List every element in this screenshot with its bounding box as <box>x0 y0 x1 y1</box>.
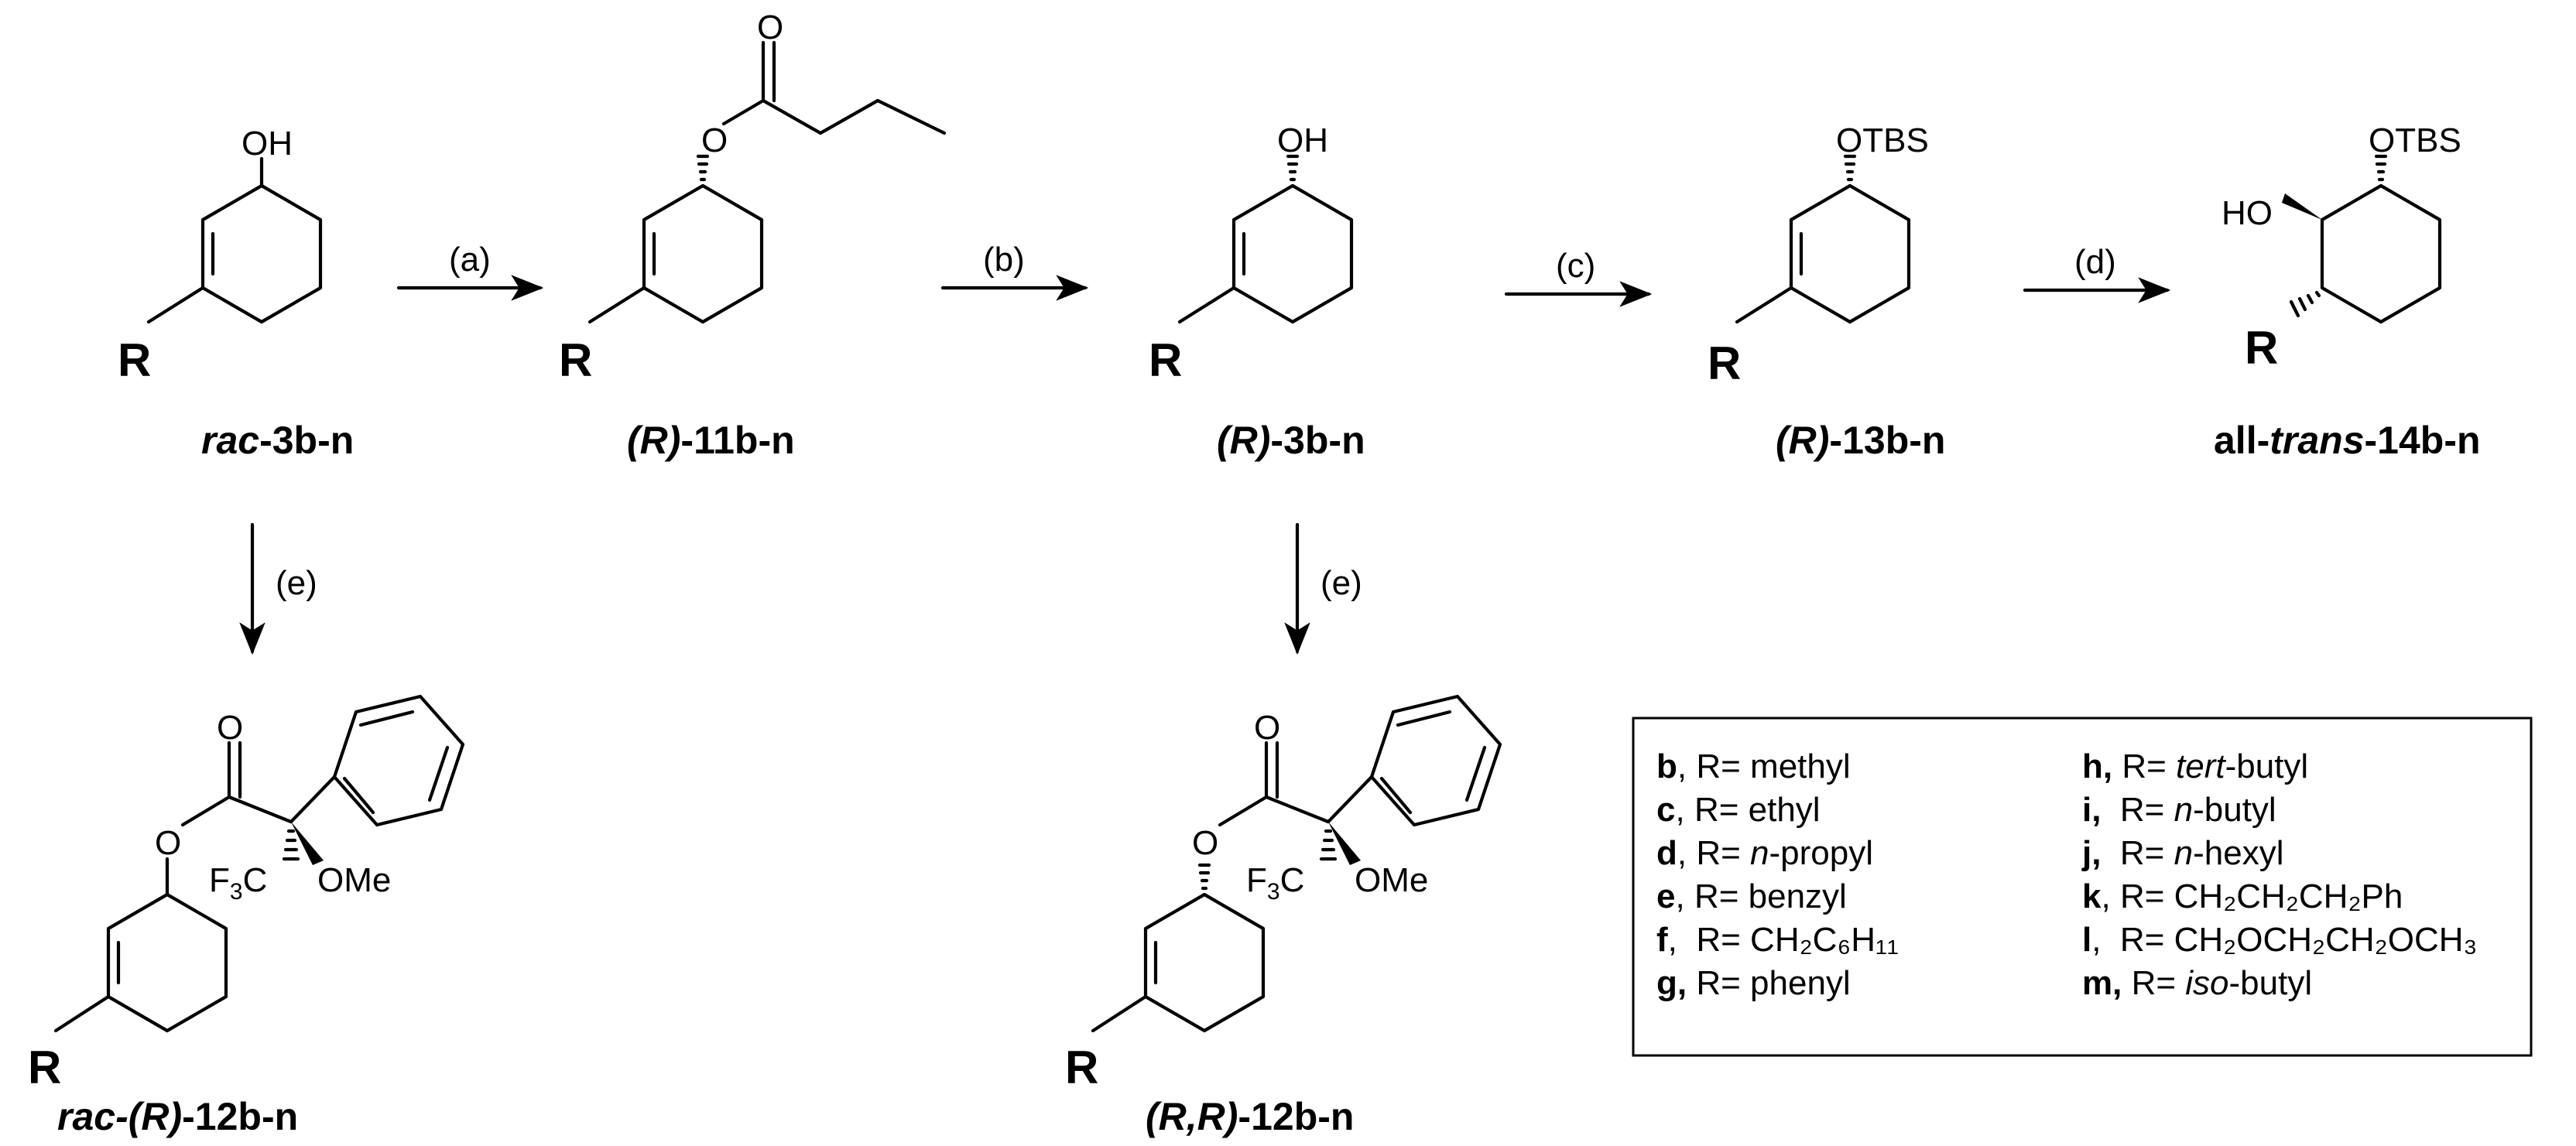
hashed-wedge-bond <box>1286 154 1300 182</box>
label-r-11b-n: (R)-11b-n <box>627 419 795 462</box>
legend-entry: k, R= CH₂CH₂CH₂Ph <box>2082 877 2403 915</box>
cf3-subscript: 3 <box>1267 879 1280 905</box>
legend-entry: h, R= tert-butyl <box>2082 747 2308 785</box>
label-prefix: (R) <box>627 419 680 462</box>
bold-wedge-bond <box>291 822 324 865</box>
label-suffix: -11b-n <box>680 419 794 462</box>
label-all-trans-14b-n: all-trans-14b-n <box>2214 419 2481 462</box>
label-italic: trans <box>2269 419 2364 462</box>
legend-right-column: h, R= tert-butyl i, R= n-butyl j, R= n-h… <box>2081 747 2477 1002</box>
atom-ho: HO <box>2221 194 2273 232</box>
atom-otbs: OTBS <box>1836 121 1929 159</box>
legend-entry: l, R= CH₂OCH₂CH₂OCH₃ <box>2082 921 2477 959</box>
hashed-wedge-bond <box>282 829 300 861</box>
label-suffix: -12b-n <box>182 1095 298 1138</box>
step-label-a: (a) <box>449 241 491 279</box>
step-label-c: (c) <box>1556 247 1595 285</box>
atom-carbonyl-o: O <box>217 709 243 747</box>
step-label-d: (d) <box>2074 243 2116 281</box>
atom-oh: OH <box>242 125 293 162</box>
atom-o: O <box>155 824 181 862</box>
atom-r: R <box>2245 322 2278 374</box>
legend-entry: b, R= methyl <box>1656 747 1851 785</box>
hashed-wedge-bond <box>1319 829 1338 861</box>
atom-r: R <box>1149 334 1182 386</box>
legend-entry: c, R= ethyl <box>1656 791 1821 829</box>
label-r-13b-n: (R)-13b-n <box>1776 419 1945 462</box>
label-prefix: (R,R) <box>1146 1095 1238 1138</box>
bold-wedge-bond <box>1328 822 1361 865</box>
label-prefix: rac-(R) <box>57 1095 182 1138</box>
substituent-legend-box <box>1632 717 2533 1057</box>
label-rr-12b-n: (R,R)-12b-n <box>1146 1095 1354 1138</box>
label-rac-r-12b-n: rac-(R)-12b-n <box>57 1095 298 1138</box>
legend-entry: i, R= n-butyl <box>2082 791 2276 829</box>
atom-o: O <box>701 121 728 159</box>
atom-cf3: F3C <box>209 861 267 905</box>
hashed-wedge-bond <box>1843 154 1857 182</box>
label-suffix: -14b-n <box>2365 419 2481 462</box>
atom-r: R <box>1708 337 1741 389</box>
cf3-f: F <box>1246 861 1267 899</box>
atom-oh: OH <box>1277 121 1328 159</box>
bold-wedge-bond <box>2282 193 2322 220</box>
atom-ome: OMe <box>317 861 391 899</box>
atom-carbonyl-o: O <box>1254 709 1280 747</box>
atom-otbs: OTBS <box>2369 121 2461 159</box>
label-suffix: -12b-n <box>1238 1095 1354 1138</box>
legend-entry: f, R= CH₂C₆H₁₁ <box>1656 921 1899 959</box>
cf3-c: C <box>243 861 268 899</box>
step-label-e-middle: (e) <box>1321 564 1362 602</box>
atom-r: R <box>559 334 592 386</box>
cf3-subscript: 3 <box>230 879 243 905</box>
cf3-c: C <box>1280 861 1305 899</box>
atom-carbonyl-o: O <box>757 9 783 46</box>
atom-r: R <box>28 1042 61 1093</box>
legend-entry: j, R= n-hexyl <box>2081 834 2283 872</box>
step-label-b: (b) <box>983 241 1025 279</box>
label-prefix: (R) <box>1217 419 1270 462</box>
atom-r: R <box>118 334 151 386</box>
hashed-wedge-bond <box>2289 290 2321 318</box>
label-suffix: -3b-n <box>1270 419 1365 462</box>
legend-entry: d, R= n-propyl <box>1656 834 1873 872</box>
molecule-r-3b-n: OH R <box>1149 121 1354 386</box>
molecule-rr-12b-n: O O F3C OMe R <box>1065 694 1502 1093</box>
molecule-rac-r-12b-n: O O F3C OMe R <box>28 694 465 1093</box>
legend-left-column: b, R= methyl c, R= ethyl d, R= n-propyl … <box>1656 747 1899 1002</box>
atom-ome: OMe <box>1355 861 1428 899</box>
atom-o: O <box>1192 824 1218 862</box>
molecule-all-trans-14b-n: OTBS HO R <box>2221 121 2461 374</box>
legend-entry: e, R= benzyl <box>1656 877 1847 915</box>
atom-cf3: F3C <box>1246 861 1304 905</box>
label-prefix: rac <box>201 419 259 462</box>
label-rac-3b-n: rac-3b-n <box>201 419 354 462</box>
molecule-rac-3b-n: OH R <box>118 125 323 386</box>
label-r-3b-n: (R)-3b-n <box>1217 419 1365 462</box>
legend-entry: m, R= iso-butyl <box>2082 964 2312 1002</box>
label-suffix: -3b-n <box>259 419 354 462</box>
hashed-wedge-bond <box>1197 863 1211 891</box>
label-prefix: (R) <box>1776 419 1829 462</box>
label-prefix: all- <box>2214 419 2269 462</box>
hashed-wedge-bond <box>2374 154 2388 182</box>
molecule-r-13b-n: OTBS R <box>1708 121 1929 389</box>
atom-r: R <box>1065 1042 1098 1093</box>
step-label-e-left: (e) <box>276 564 317 602</box>
molecule-r-11b-n: O O R <box>559 9 947 386</box>
legend-entry: g, R= phenyl <box>1656 964 1851 1002</box>
label-suffix: -13b-n <box>1829 419 1945 462</box>
hashed-wedge-bond <box>696 154 710 182</box>
cf3-f: F <box>209 861 230 899</box>
